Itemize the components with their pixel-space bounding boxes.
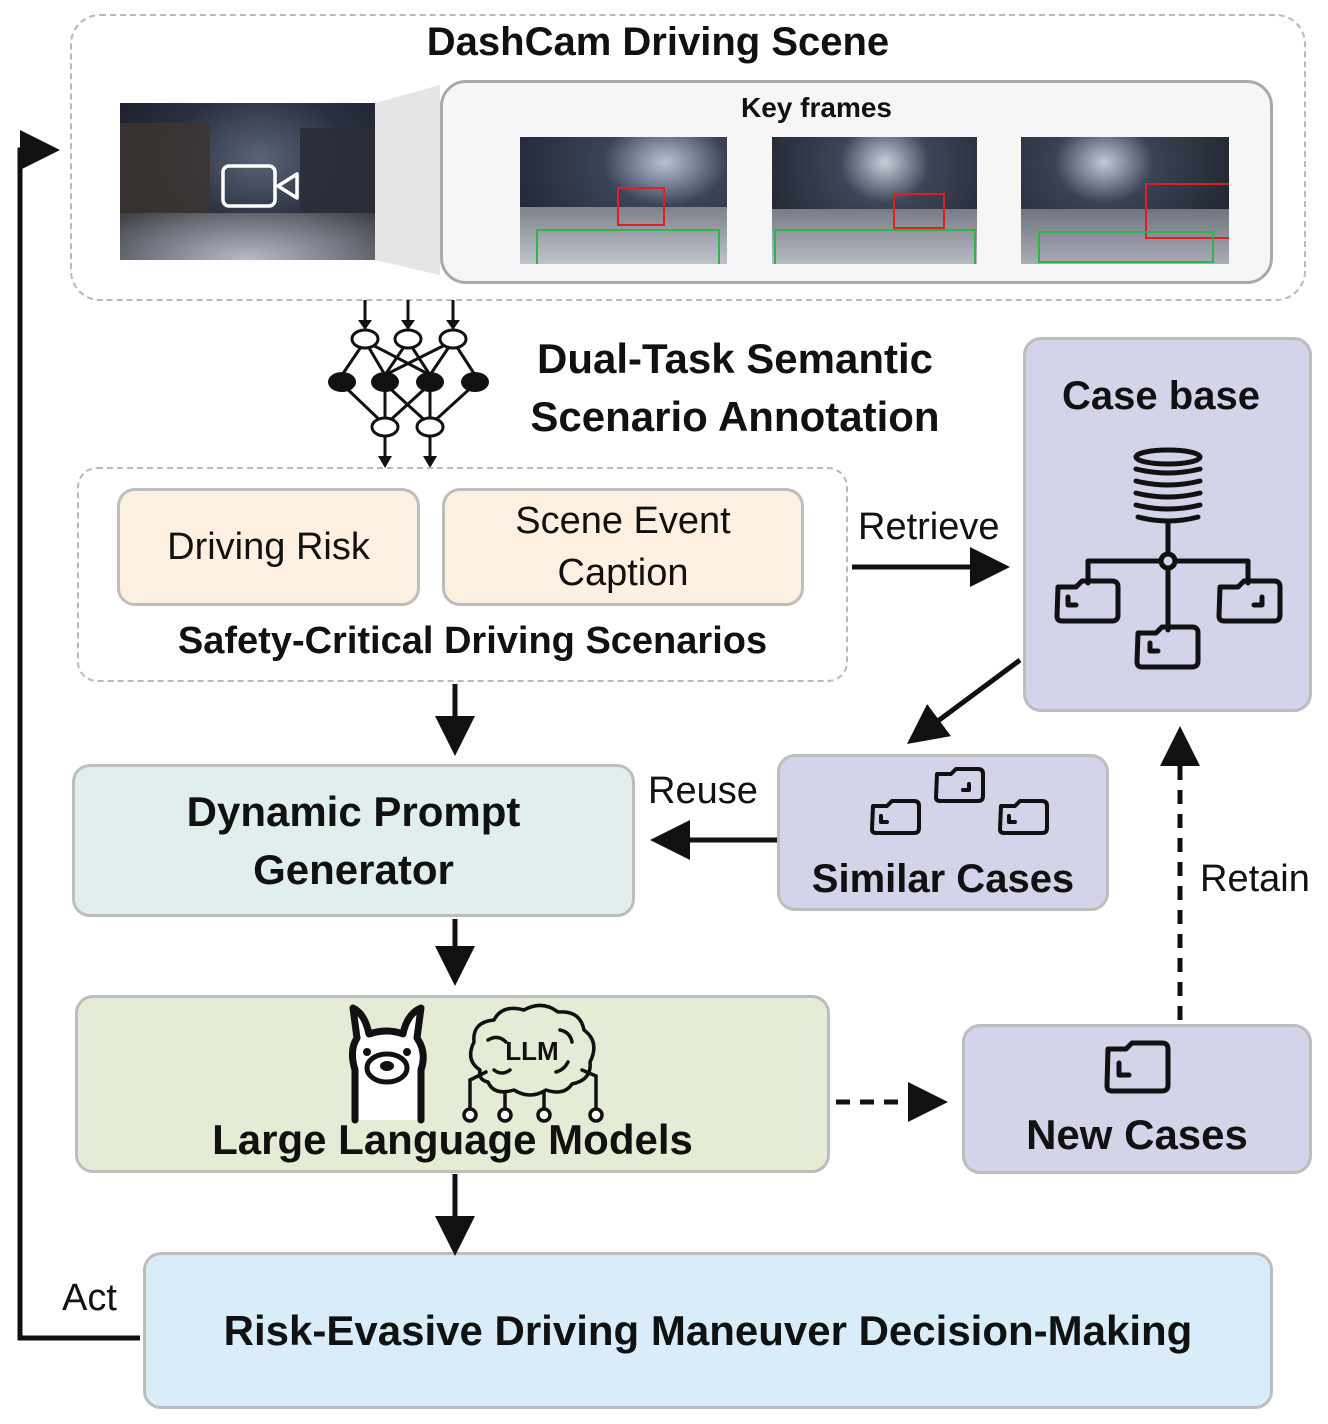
dashcam-scene-title: DashCam Driving Scene <box>426 20 890 64</box>
prompt-generator-line2: Generator <box>253 845 454 893</box>
scene-event-caption-line1: Scene Event <box>515 500 731 542</box>
key-frame-1 <box>520 137 727 264</box>
dashcam-scene-group <box>70 14 1306 301</box>
zoom-wedge <box>375 85 440 275</box>
brain-llm-text: LLM <box>505 1036 558 1066</box>
decision-making-title: Risk-Evasive Driving Maneuver Decision-M… <box>223 1306 1193 1354</box>
key-frame-2 <box>772 137 977 264</box>
neural-network-icon <box>328 300 489 468</box>
similar-cases-box <box>777 754 1109 911</box>
annotation-title-line2: Scenario Annotation <box>530 393 940 440</box>
llama-icon <box>348 1004 427 1124</box>
safety-critical-scenarios-label: Safety-Critical Driving Scenarios <box>177 620 768 662</box>
act-label: Act <box>62 1277 117 1319</box>
annotation-title: Dual-Task Semantic Scenario Annotation <box>490 330 980 446</box>
annotation-title-line1: Dual-Task Semantic <box>536 335 934 382</box>
new-cases-title: New Cases <box>1026 1111 1248 1158</box>
similar-cases-title: Similar Cases <box>811 857 1075 901</box>
prompt-generator-line1: Dynamic Prompt <box>186 787 521 835</box>
dashcam-video-thumbnail <box>120 103 375 260</box>
scene-event-caption-line2: Caption <box>557 552 689 594</box>
folders-icon <box>870 767 1049 835</box>
retain-label: Retain <box>1200 858 1310 900</box>
driving-risk-box: Driving Risk <box>117 488 420 606</box>
llm-brain-icon: LLM <box>462 1003 604 1123</box>
new-cases-box <box>962 1024 1312 1174</box>
dynamic-prompt-generator-box: Dynamic Prompt Generator <box>72 764 635 917</box>
database-tree-icon <box>1054 447 1283 670</box>
act-feedback-arrow <box>17 130 140 1341</box>
new-case-folder-icon <box>1104 1040 1171 1094</box>
case-base-title: Case base <box>1062 374 1260 418</box>
reuse-label: Reuse <box>648 770 758 812</box>
driving-risk-label: Driving Risk <box>167 525 370 568</box>
llm-box <box>75 995 830 1173</box>
safety-critical-scenarios-group <box>77 467 848 682</box>
video-camera-icon <box>221 164 299 208</box>
key-frame-3 <box>1021 137 1229 264</box>
llm-title: Large Language Models <box>212 1116 693 1163</box>
decision-making-box: Risk-Evasive Driving Maneuver Decision-M… <box>143 1252 1273 1409</box>
key-frames-label: Key frames <box>741 92 892 123</box>
scene-event-caption-box: Scene Event Caption <box>442 488 804 606</box>
retrieve-label: Retrieve <box>858 506 1000 548</box>
case-to-similar-arrow <box>906 657 1022 744</box>
